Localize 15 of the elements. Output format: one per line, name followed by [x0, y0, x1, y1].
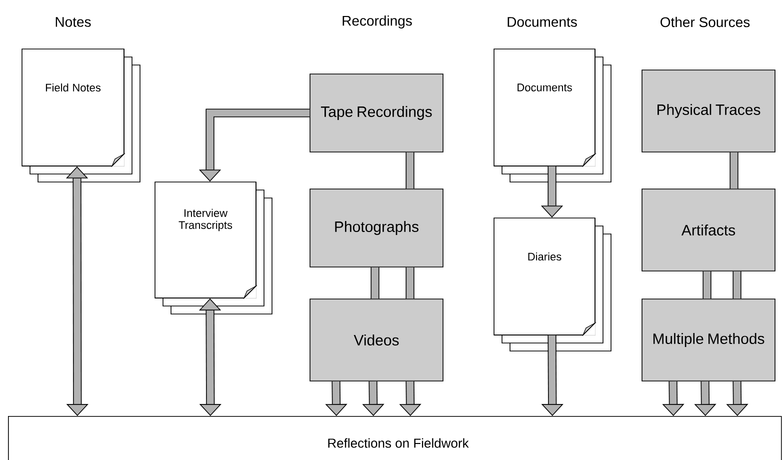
process-box: Photographs	[310, 188, 444, 268]
column-heading: Documents	[508, 17, 577, 27]
column-heading: Other Sources	[660, 16, 750, 28]
process-box: Multiple Methods	[642, 298, 776, 382]
column-heading: Recordings	[342, 15, 412, 29]
document-stack: Field Notes	[22, 48, 140, 182]
process-box: Tape Recordings	[310, 74, 444, 152]
base-bar: Reflections on Fieldwork	[8, 416, 782, 460]
document-stack: Diaries	[494, 218, 612, 352]
process-box: Videos	[310, 298, 444, 382]
process-box: Artifacts	[642, 188, 776, 272]
document-stack: Documents	[494, 48, 612, 182]
column-heading: Notes	[56, 17, 91, 27]
document-stack: Interview Transcripts	[154, 182, 272, 314]
process-box: Physical Traces	[642, 70, 776, 152]
